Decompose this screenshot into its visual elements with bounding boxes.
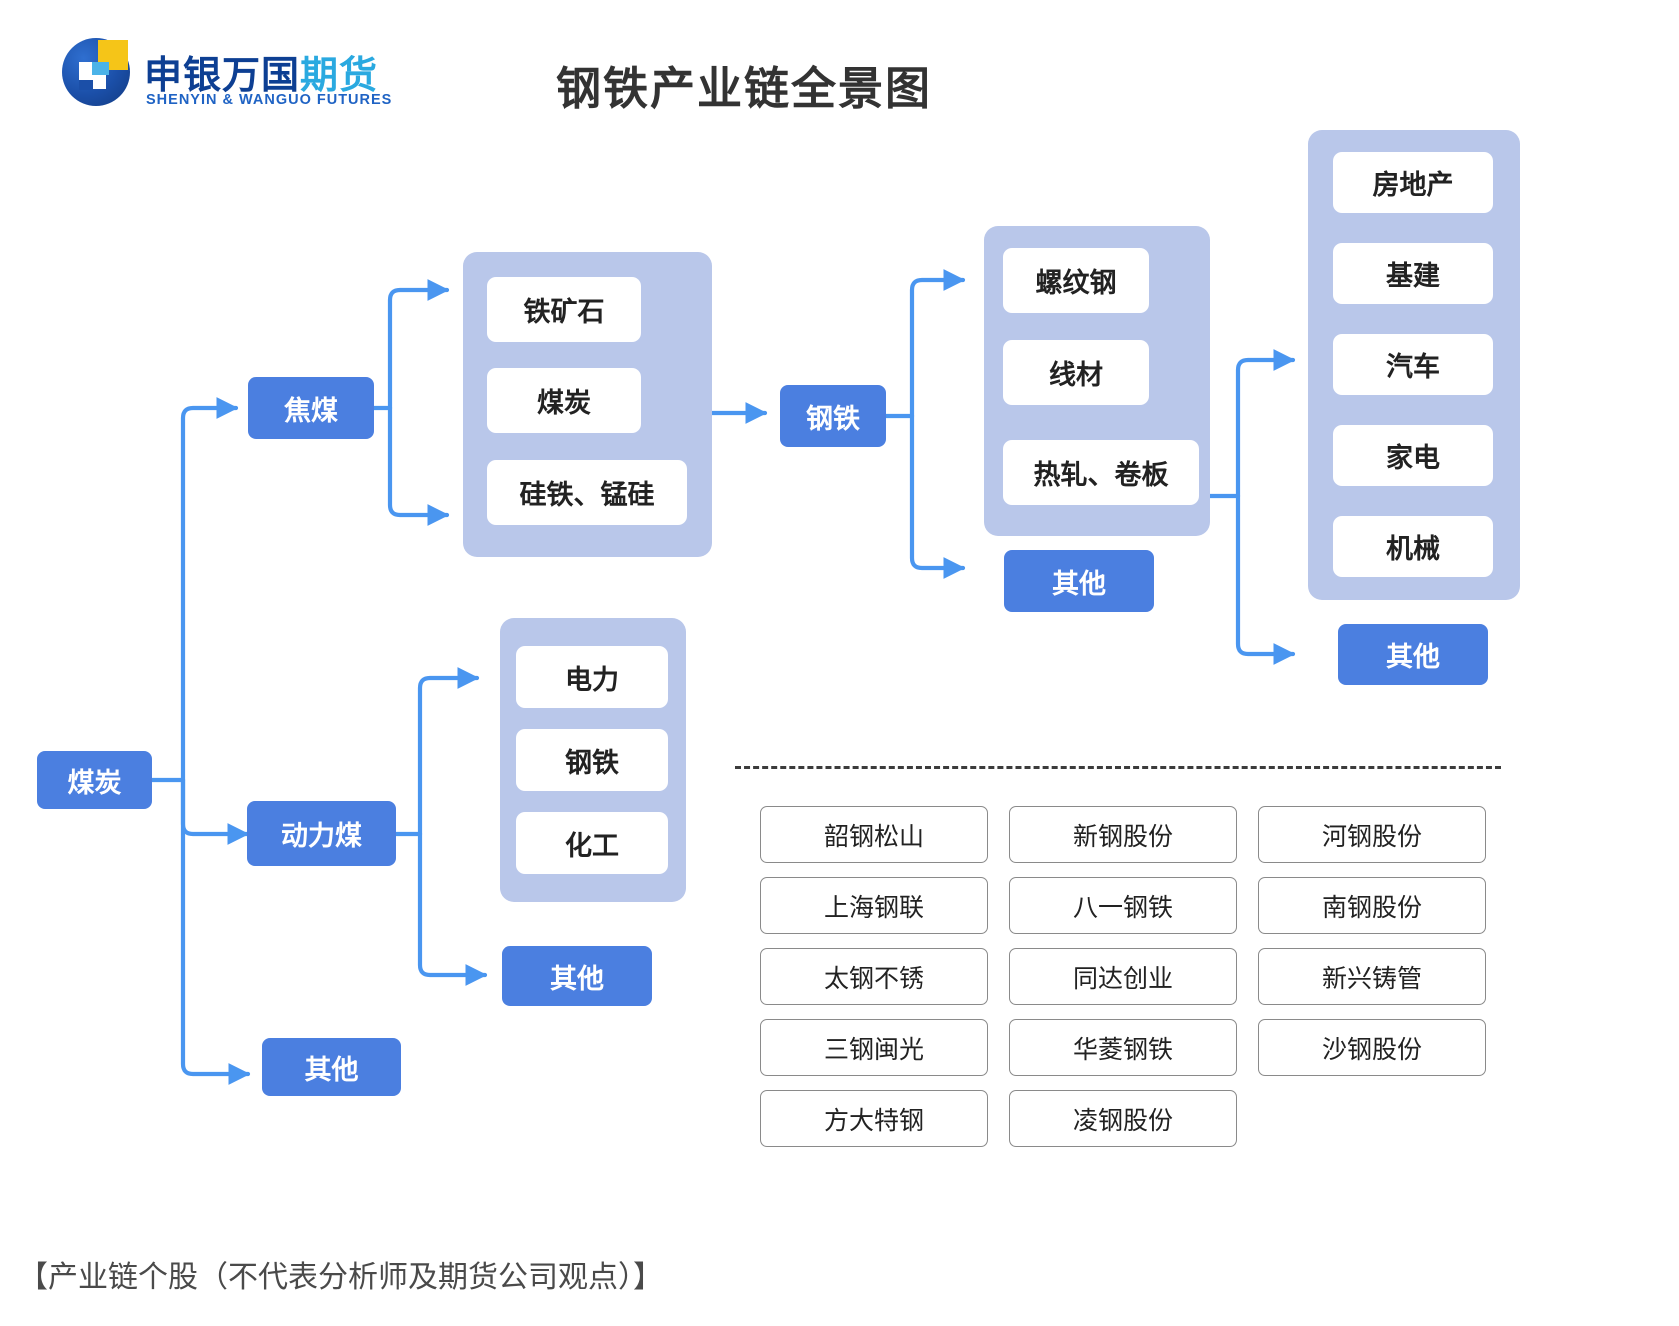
stock-cell[interactable]: 新兴铸管 [1258,948,1486,1005]
logo-notch-shape [79,80,93,90]
group-item-iron-ore[interactable]: 铁矿石 [487,277,641,342]
stock-cell-empty [1258,1090,1486,1147]
node-coal-root[interactable]: 煤炭 [37,751,152,809]
group-item-machinery[interactable]: 机械 [1333,516,1493,577]
group-item-ferrosilicon-manganese[interactable]: 硅铁、锰硅 [487,460,687,525]
group-item-wire-rod[interactable]: 线材 [1003,340,1149,405]
footnote-text: 【产业链个股（不代表分析师及期货公司观点）】 [18,1261,663,1294]
node-steel-products-other[interactable]: 其他 [1004,550,1154,612]
section-divider [735,766,1501,769]
group-item-hot-rolled-plate[interactable]: 热轧、卷板 [1003,440,1199,505]
group-item-infrastructure[interactable]: 基建 [1333,243,1493,304]
stock-list-grid: 韶钢松山 新钢股份 河钢股份 上海钢联 八一钢铁 南钢股份 太钢不锈 同达创业 … [760,806,1502,1147]
group-item-chemicals[interactable]: 化工 [516,812,668,874]
stock-cell[interactable]: 河钢股份 [1258,806,1486,863]
node-steel[interactable]: 钢铁 [780,385,886,447]
group-item-rebar[interactable]: 螺纹钢 [1003,248,1149,313]
stock-cell[interactable]: 韶钢松山 [760,806,988,863]
group-item-real-estate[interactable]: 房地产 [1333,152,1493,213]
stock-cell[interactable]: 华菱钢铁 [1009,1019,1237,1076]
company-logo: 申银万国期货 SHENYIN & WANGUO FUTURES [62,30,391,110]
stock-cell[interactable]: 三钢闽光 [760,1019,988,1076]
group-item-steel-use[interactable]: 钢铁 [516,729,668,791]
group-item-home-appliance[interactable]: 家电 [1333,425,1493,486]
node-coal-other[interactable]: 其他 [262,1038,401,1096]
logo-cyan-bar-shape [92,62,109,75]
stock-cell[interactable]: 同达创业 [1009,948,1237,1005]
page-title: 钢铁产业链全景图 [556,63,933,114]
logo-wordmark-en: SHENYIN & WANGUO FUTURES [146,92,393,108]
stock-cell[interactable]: 上海钢联 [760,877,988,934]
group-item-automobile[interactable]: 汽车 [1333,334,1493,395]
stock-cell[interactable]: 新钢股份 [1009,806,1237,863]
stock-cell[interactable]: 凌钢股份 [1009,1090,1237,1147]
stock-cell[interactable]: 南钢股份 [1258,877,1486,934]
logo-mark-icon [62,38,130,106]
group-item-coal[interactable]: 煤炭 [487,368,641,433]
logo-wordmark-cn: 申银万国期货 [144,44,378,99]
node-coking-coal[interactable]: 焦煤 [248,377,374,439]
logo-wordmark-cn-light: 期货 [300,55,379,97]
stock-cell[interactable]: 太钢不锈 [760,948,988,1005]
stock-cell[interactable]: 方大特钢 [760,1090,988,1147]
logo-wordmark-cn-dark: 申银万国 [144,55,301,97]
node-thermal-coal[interactable]: 动力煤 [247,801,396,866]
group-item-power[interactable]: 电力 [516,646,668,708]
node-thermal-coal-other[interactable]: 其他 [502,946,652,1006]
node-downstream-other[interactable]: 其他 [1338,624,1488,685]
stock-cell[interactable]: 八一钢铁 [1009,877,1237,934]
stock-cell[interactable]: 沙钢股份 [1258,1019,1486,1076]
